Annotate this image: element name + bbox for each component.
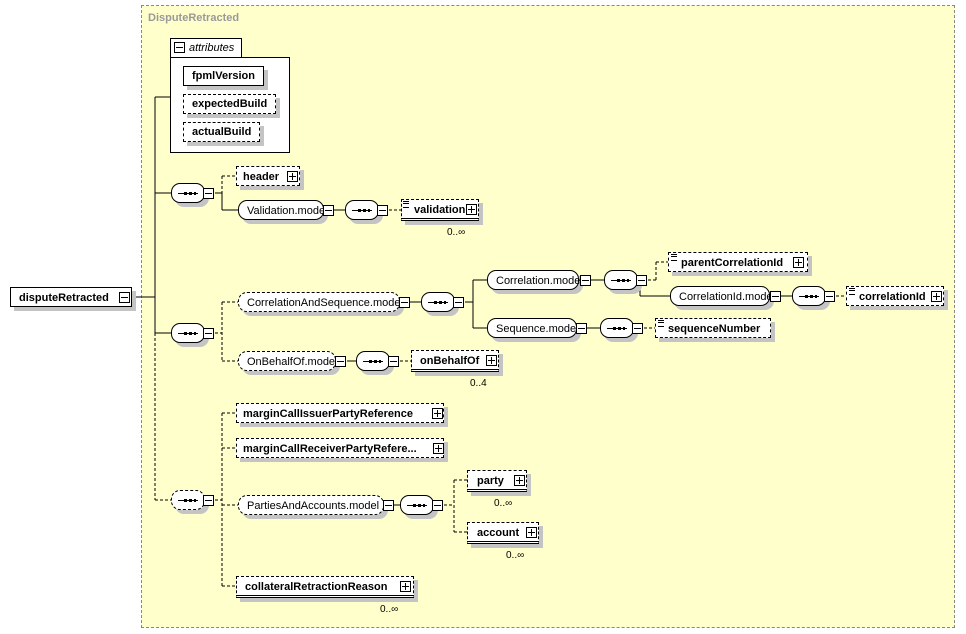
- element-margin-call-receiver-party-reference[interactable]: marginCallReceiverPartyRefere...: [236, 438, 444, 458]
- element-validation[interactable]: validation: [401, 199, 479, 221]
- collapse-sequence-sequence-toggle[interactable]: [632, 323, 643, 334]
- sequence-compositor-correlation-and-sequence[interactable]: [421, 292, 455, 312]
- attributes-tab[interactable]: attributes: [170, 38, 242, 58]
- expand-account-toggle[interactable]: [526, 527, 537, 538]
- expand-margin-call-issuer-toggle[interactable]: [432, 408, 443, 419]
- collapse-validation-sequence-toggle[interactable]: [377, 205, 388, 216]
- documentation-icon: [658, 320, 664, 327]
- element-margin-call-issuer-party-reference[interactable]: marginCallIssuerPartyReference: [236, 403, 444, 423]
- expand-collateral-retraction-reason-toggle[interactable]: [400, 581, 411, 592]
- expand-on-behalf-of-toggle[interactable]: [486, 355, 497, 366]
- group-correlation-id-model[interactable]: CorrelationId.model: [670, 286, 775, 306]
- sequence-compositor-correlation[interactable]: [604, 270, 638, 290]
- margin-call-receiver-party-reference-label: marginCallReceiverPartyRefere...: [243, 443, 417, 455]
- sequence-compositor-parties-and-accounts[interactable]: [400, 495, 434, 515]
- group-sequence-model[interactable]: Sequence.model: [487, 318, 579, 338]
- collapse-sequence-2-toggle[interactable]: [203, 328, 214, 339]
- collateral-retraction-reason-label: collateralRetractionReason: [245, 581, 388, 593]
- collapse-parties-sequence-toggle[interactable]: [432, 500, 443, 511]
- party-label: party: [477, 475, 504, 487]
- collapse-sequence-1-toggle[interactable]: [203, 188, 214, 199]
- collapse-correlation-id-model-toggle[interactable]: [770, 291, 781, 302]
- group-parties-and-accounts-model[interactable]: PartiesAndAccounts.model: [238, 495, 384, 515]
- root-element-dispute-retracted[interactable]: disputeRetracted: [10, 287, 132, 307]
- collapse-on-behalf-of-model-toggle[interactable]: [335, 356, 346, 367]
- party-occurrence: 0..∞: [494, 498, 513, 509]
- documentation-icon: [849, 288, 855, 295]
- sequence-compositor-validation[interactable]: [345, 200, 379, 220]
- element-collateral-retraction-reason[interactable]: collateralRetractionReason: [236, 576, 414, 598]
- collapse-correlation-and-sequence-toggle[interactable]: [399, 297, 410, 308]
- group-on-behalf-of-model[interactable]: OnBehalfOf.model: [238, 351, 338, 371]
- sequence-model-label: Sequence.model: [496, 323, 579, 335]
- expand-header-toggle[interactable]: [287, 171, 298, 182]
- documentation-icon: [403, 201, 409, 208]
- sequence-number-label: sequenceNumber: [668, 323, 761, 335]
- sequence-compositor-1[interactable]: [171, 183, 205, 203]
- correlation-id-model-label: CorrelationId.model: [679, 291, 775, 303]
- collapse-cas-sequence-toggle[interactable]: [453, 297, 464, 308]
- element-party[interactable]: party: [467, 470, 527, 492]
- collapse-validation-model-toggle[interactable]: [323, 205, 334, 216]
- element-correlation-id[interactable]: correlationId: [846, 286, 944, 306]
- expand-parent-correlation-id-toggle[interactable]: [793, 257, 804, 268]
- parent-correlation-id-label: parentCorrelationId: [681, 257, 784, 269]
- expand-validation-toggle[interactable]: [466, 204, 477, 215]
- expand-margin-call-receiver-toggle[interactable]: [433, 443, 444, 454]
- validation-model-label: Validation.model: [247, 205, 328, 217]
- expand-party-toggle[interactable]: [514, 475, 525, 486]
- attribute-expected-build[interactable]: expectedBuild: [183, 94, 277, 114]
- attribute-actual-build[interactable]: actualBuild: [183, 122, 261, 142]
- collapse-attributes-toggle[interactable]: [174, 42, 185, 53]
- element-account[interactable]: account: [467, 522, 539, 544]
- collapse-sequence-model-toggle[interactable]: [576, 323, 587, 334]
- collapse-correlation-id-sequence-toggle[interactable]: [824, 291, 835, 302]
- on-behalf-of-model-label: OnBehalfOf.model: [247, 356, 338, 368]
- validation-label: validation: [414, 204, 466, 216]
- element-parent-correlation-id[interactable]: parentCorrelationId: [668, 252, 808, 272]
- sequence-compositor-sequence[interactable]: [600, 318, 634, 338]
- collapse-sequence-3-toggle[interactable]: [203, 495, 214, 506]
- element-header[interactable]: header: [236, 166, 300, 186]
- container-title: DisputeRetracted: [148, 12, 240, 24]
- correlation-id-label: correlationId: [859, 291, 926, 303]
- collapse-parties-and-accounts-toggle[interactable]: [383, 500, 394, 511]
- sequence-compositor-3[interactable]: [171, 490, 205, 510]
- sequence-compositor-correlation-id[interactable]: [792, 286, 826, 306]
- group-validation-model[interactable]: Validation.model: [238, 200, 328, 220]
- collapse-on-behalf-of-sequence-toggle[interactable]: [388, 356, 399, 367]
- on-behalf-of-label: onBehalfOf: [420, 355, 480, 367]
- collapse-root-toggle[interactable]: [119, 292, 130, 303]
- root-label: disputeRetracted: [19, 292, 109, 304]
- sequence-compositor-2[interactable]: [171, 323, 205, 343]
- collapse-correlation-sequence-toggle[interactable]: [636, 275, 647, 286]
- attributes-tab-label: attributes: [189, 42, 235, 54]
- account-occurrence: 0..∞: [506, 550, 525, 561]
- attributes-panel: fpmlVersion expectedBuild actualBuild: [170, 57, 290, 153]
- correlation-model-label: Correlation.model: [496, 275, 583, 287]
- sequence-compositor-on-behalf-of[interactable]: [356, 351, 390, 371]
- parties-and-accounts-model-label: PartiesAndAccounts.model: [247, 500, 380, 512]
- correlation-and-sequence-model-label: CorrelationAndSequence.model: [247, 297, 403, 309]
- validation-occurrence: 0..∞: [447, 227, 466, 238]
- margin-call-issuer-party-reference-label: marginCallIssuerPartyReference: [243, 408, 413, 420]
- element-on-behalf-of[interactable]: onBehalfOf: [411, 350, 499, 372]
- expand-correlation-id-toggle[interactable]: [931, 291, 942, 302]
- element-sequence-number[interactable]: sequenceNumber: [655, 318, 771, 338]
- group-correlation-model[interactable]: Correlation.model: [487, 270, 583, 290]
- account-label: account: [477, 527, 520, 539]
- collapse-correlation-model-toggle[interactable]: [580, 275, 591, 286]
- group-correlation-and-sequence-model[interactable]: CorrelationAndSequence.model: [238, 292, 403, 312]
- collateral-retraction-reason-occurrence: 0..∞: [380, 604, 399, 615]
- documentation-icon: [671, 254, 677, 261]
- attribute-fpml-version[interactable]: fpmlVersion: [183, 66, 264, 86]
- header-label: header: [243, 171, 280, 183]
- on-behalf-of-occurrence: 0..4: [470, 378, 487, 389]
